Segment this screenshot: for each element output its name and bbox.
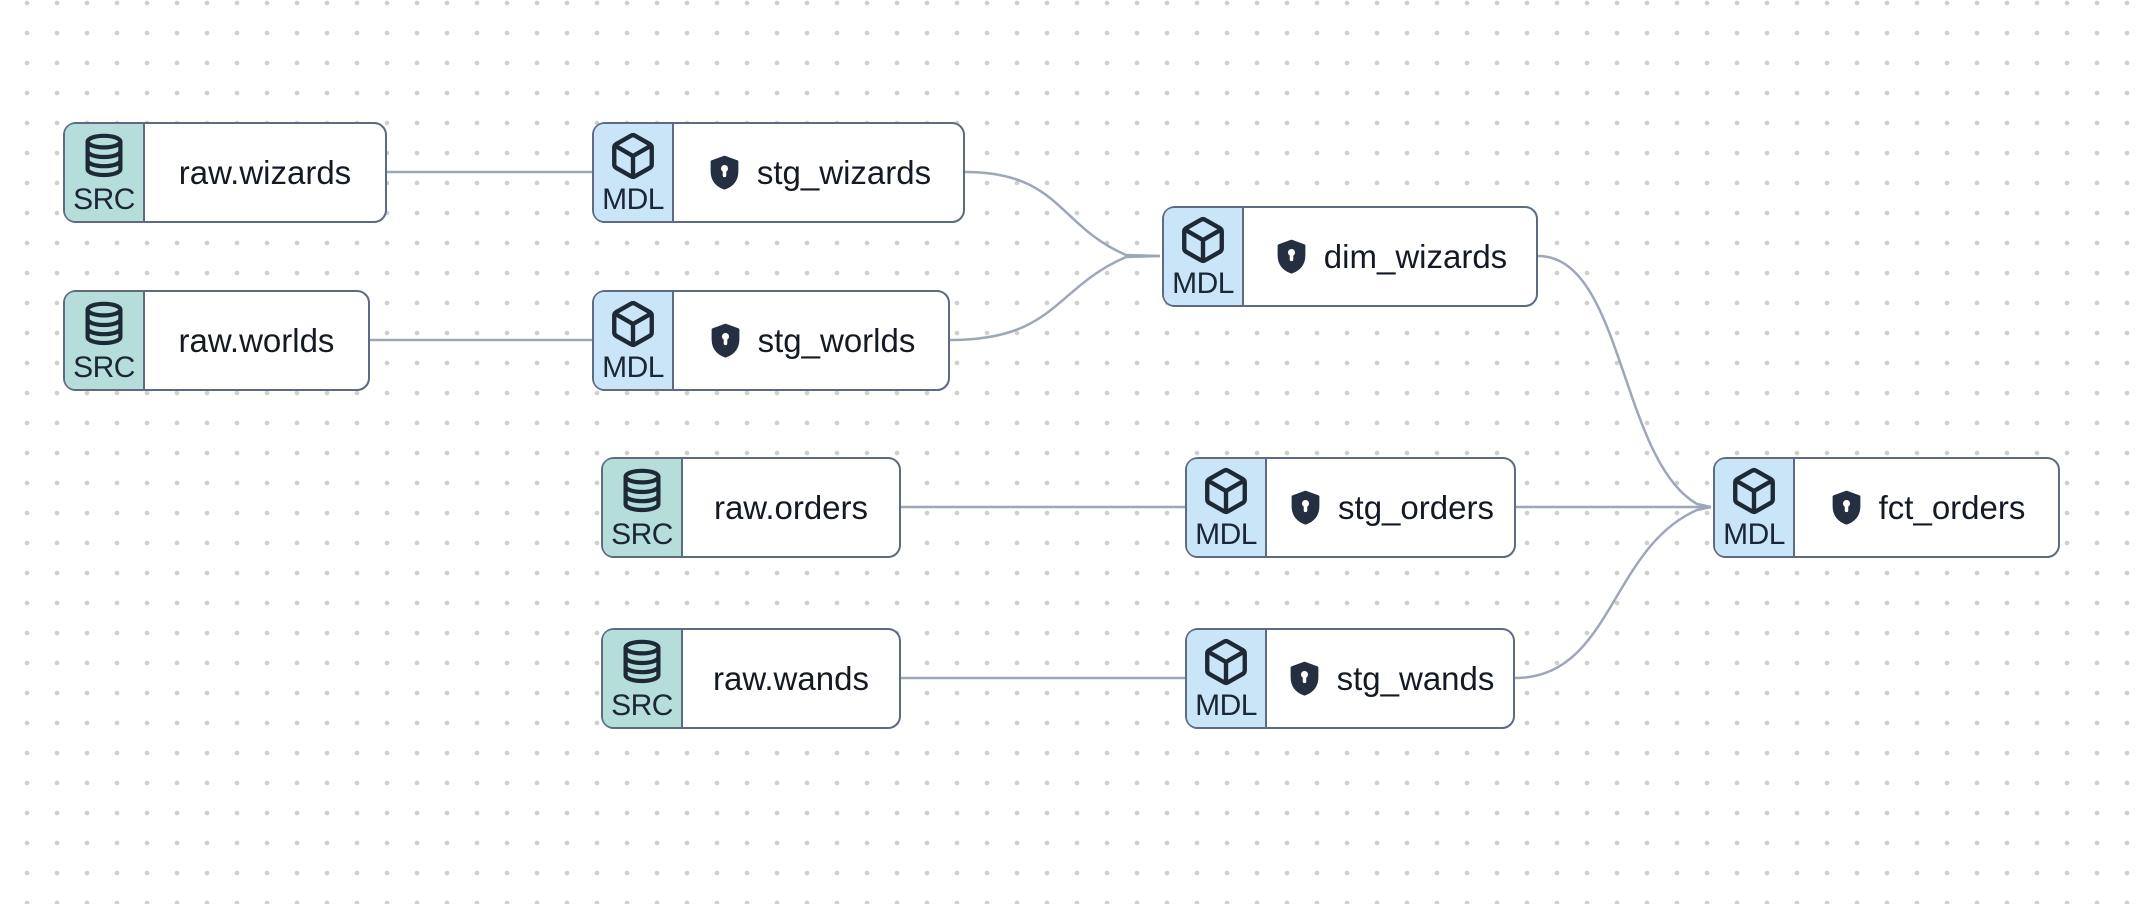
shield-lock-icon xyxy=(706,152,743,193)
node-type-badge: SRC xyxy=(65,124,145,221)
edge-stg_worlds-to-dim_wizards xyxy=(949,254,1161,342)
cube-icon xyxy=(608,298,658,350)
node-body: raw.wands xyxy=(683,630,899,727)
node-body: stg_worlds xyxy=(674,292,948,389)
cube-icon xyxy=(1201,636,1251,688)
node-label: raw.worlds xyxy=(178,321,335,359)
node-body: fct_orders xyxy=(1795,459,2058,556)
node-type-badge: MDL xyxy=(1715,459,1795,556)
node-type-badge: MDL xyxy=(1164,208,1244,305)
lineage-node-raw_wizards[interactable]: SRC raw.wizards xyxy=(63,122,387,223)
cube-icon xyxy=(1729,465,1779,517)
node-body: stg_wizards xyxy=(674,124,963,221)
node-type-badge: MDL xyxy=(594,124,674,221)
node-type-badge: SRC xyxy=(603,630,683,727)
database-icon xyxy=(618,465,666,517)
node-label: stg_wands xyxy=(1336,659,1495,697)
node-type-label: SRC xyxy=(611,518,673,551)
node-label: stg_wizards xyxy=(756,153,932,191)
shield-lock-icon xyxy=(707,320,744,361)
lineage-node-stg_wands[interactable]: MDL stg_wands xyxy=(1185,628,1515,729)
node-type-label: SRC xyxy=(73,351,135,384)
node-label: dim_wizards xyxy=(1323,237,1508,275)
node-label: raw.orders xyxy=(713,488,869,526)
node-label: raw.wizards xyxy=(178,153,352,191)
node-type-label: MDL xyxy=(1195,689,1257,722)
lineage-node-raw_wands[interactable]: SRC raw.wands xyxy=(601,628,901,729)
node-body: stg_wands xyxy=(1267,630,1513,727)
shield-lock-icon xyxy=(1273,236,1310,277)
node-type-label: MDL xyxy=(602,351,664,384)
node-type-label: SRC xyxy=(73,183,135,216)
edge-stg_wands-to-fct_orders xyxy=(1514,505,1712,680)
node-body: raw.orders xyxy=(683,459,899,556)
node-body: raw.worlds xyxy=(145,292,368,389)
node-label: stg_worlds xyxy=(757,321,916,359)
lineage-node-raw_worlds[interactable]: SRC raw.worlds xyxy=(63,290,370,391)
cube-icon xyxy=(1178,214,1228,266)
node-type-badge: SRC xyxy=(603,459,683,556)
lineage-node-stg_orders[interactable]: MDL stg_orders xyxy=(1185,457,1516,558)
lineage-node-stg_worlds[interactable]: MDL stg_worlds xyxy=(592,290,950,391)
edge-stg_wizards-to-dim_wizards xyxy=(964,170,1161,258)
shield-lock-icon xyxy=(1828,487,1865,528)
node-body: dim_wizards xyxy=(1244,208,1536,305)
database-icon xyxy=(618,636,666,688)
shield-lock-icon xyxy=(1286,658,1323,699)
node-type-label: MDL xyxy=(602,183,664,216)
cube-icon xyxy=(1201,465,1251,517)
node-type-badge: MDL xyxy=(1187,459,1267,556)
node-body: stg_orders xyxy=(1267,459,1514,556)
lineage-node-stg_wizards[interactable]: MDL stg_wizards xyxy=(592,122,965,223)
lineage-node-dim_wizards[interactable]: MDL dim_wizards xyxy=(1162,206,1538,307)
node-type-label: SRC xyxy=(611,689,673,722)
node-type-label: MDL xyxy=(1172,267,1234,300)
cube-icon xyxy=(608,130,658,182)
lineage-node-raw_orders[interactable]: SRC raw.orders xyxy=(601,457,901,558)
database-icon xyxy=(80,298,128,350)
database-icon xyxy=(80,130,128,182)
edge-dim_wizards-to-fct_orders xyxy=(1537,254,1712,509)
node-label: fct_orders xyxy=(1878,488,2026,526)
node-type-badge: SRC xyxy=(65,292,145,389)
node-type-label: MDL xyxy=(1723,518,1785,551)
node-label: raw.wands xyxy=(713,659,869,697)
node-type-badge: MDL xyxy=(1187,630,1267,727)
shield-lock-icon xyxy=(1287,487,1324,528)
node-type-badge: MDL xyxy=(594,292,674,389)
node-body: raw.wizards xyxy=(145,124,385,221)
node-type-label: MDL xyxy=(1195,518,1257,551)
lineage-node-fct_orders[interactable]: MDL fct_orders xyxy=(1713,457,2060,558)
node-label: stg_orders xyxy=(1338,488,1494,526)
